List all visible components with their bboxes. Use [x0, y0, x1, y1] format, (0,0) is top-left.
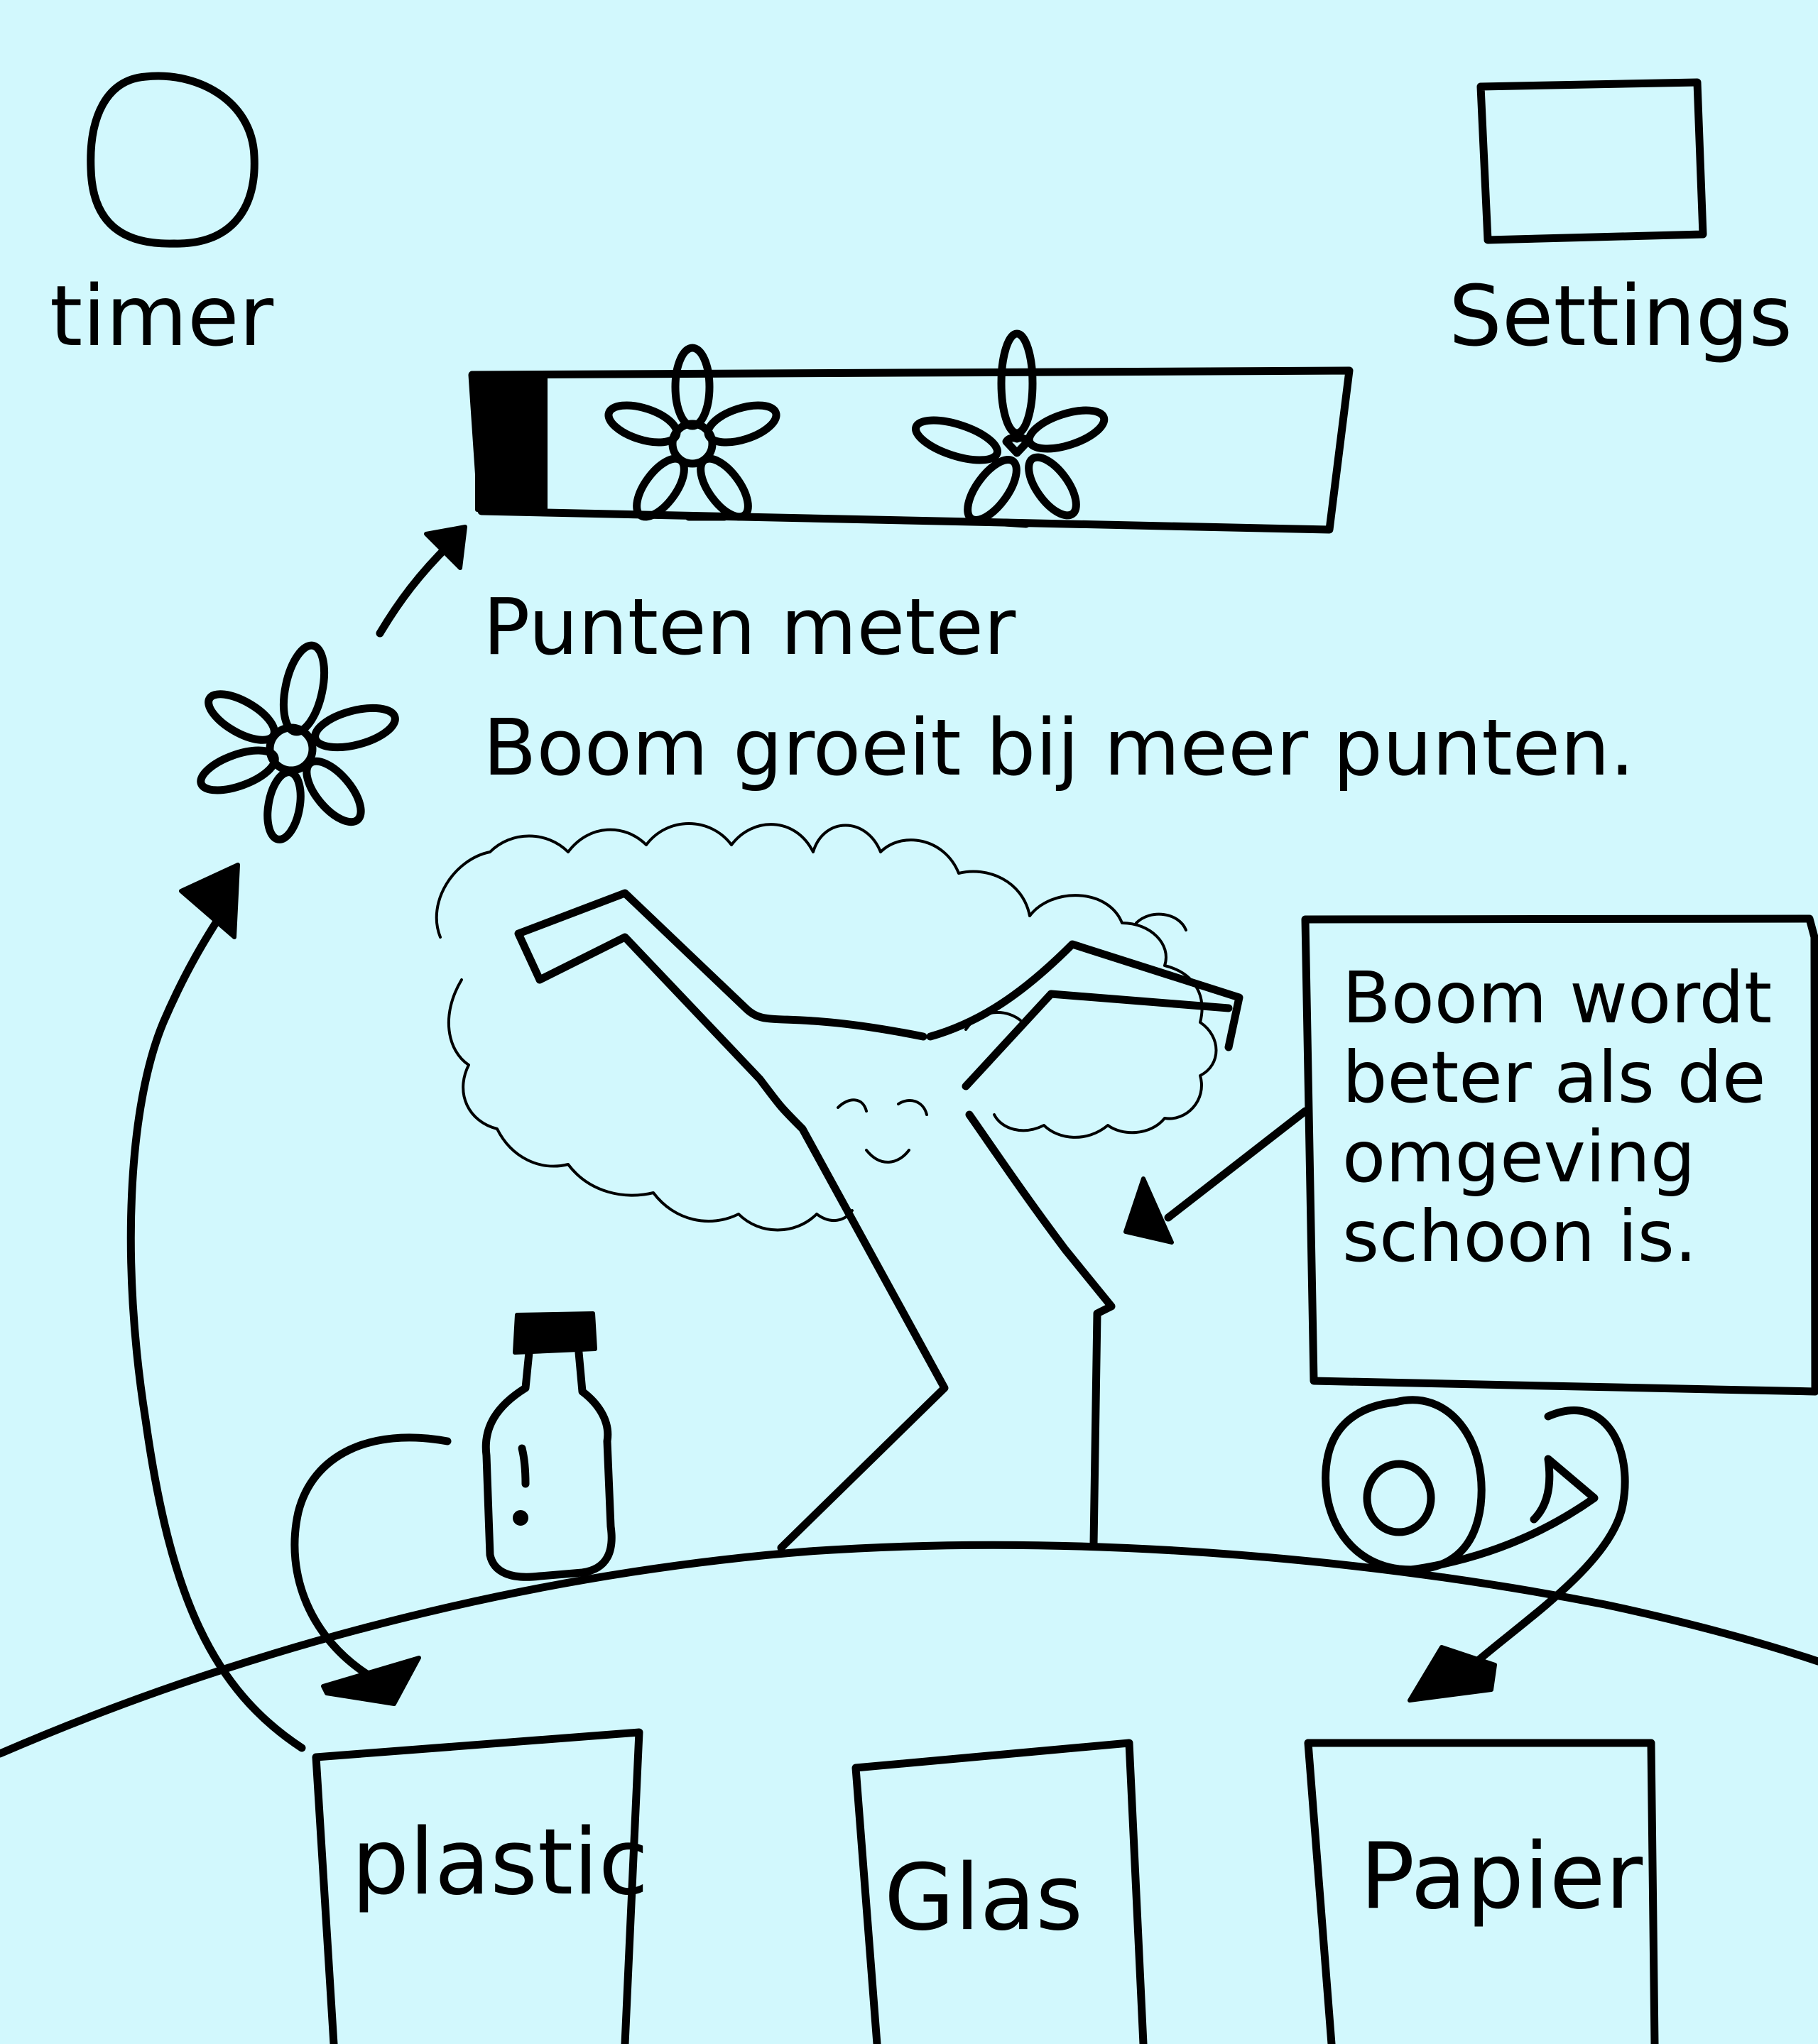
bin-glas[interactable]	[851, 1739, 1148, 2044]
settings-square-icon[interactable]	[1476, 78, 1707, 244]
timer-label: timer	[50, 267, 274, 365]
arrow-note-to-tree	[1123, 1107, 1310, 1245]
arrow-flower-to-meter	[376, 525, 467, 638]
bottle-icon	[481, 1311, 616, 1581]
paper-roll-icon	[1322, 1396, 1599, 1575]
meter-flower-marker-1-icon	[604, 344, 780, 521]
timer-circle-icon[interactable]	[87, 72, 258, 248]
ground-horizon	[0, 1541, 1818, 1758]
point-meter-title: Punten meter	[483, 581, 1016, 672]
arrow-plastic-to-flower	[126, 863, 306, 1752]
tree-note-text: Boom wordt beter als de omgeving schoon …	[1342, 956, 1773, 1278]
bin-papier-label: Papier	[1360, 1824, 1643, 1930]
tree-note-box	[1301, 914, 1818, 1396]
point-meter-description: Boom groeit bij meer punten.	[483, 702, 1635, 793]
bin-glas-label: Glas	[884, 1845, 1083, 1951]
point-meter-fill	[475, 376, 548, 512]
tree	[514, 889, 1243, 1552]
bin-papier[interactable]	[1304, 1739, 1659, 2044]
meter-flower-marker-2-icon	[912, 329, 1109, 524]
points-flower-icon	[197, 641, 399, 843]
bin-plastic-label: plastic	[352, 1810, 649, 1915]
tree-face	[837, 1098, 928, 1164]
tree-canopy-cloud-lower	[447, 978, 854, 1232]
settings-label: Settings	[1449, 267, 1792, 365]
point-meter	[468, 366, 1354, 534]
bin-plastic[interactable]	[312, 1728, 643, 2044]
tree-canopy-cloud	[435, 822, 1218, 1139]
arrow-bottle-to-plastic	[290, 1433, 452, 1706]
arrow-paper-to-papier	[1408, 1406, 1629, 1703]
